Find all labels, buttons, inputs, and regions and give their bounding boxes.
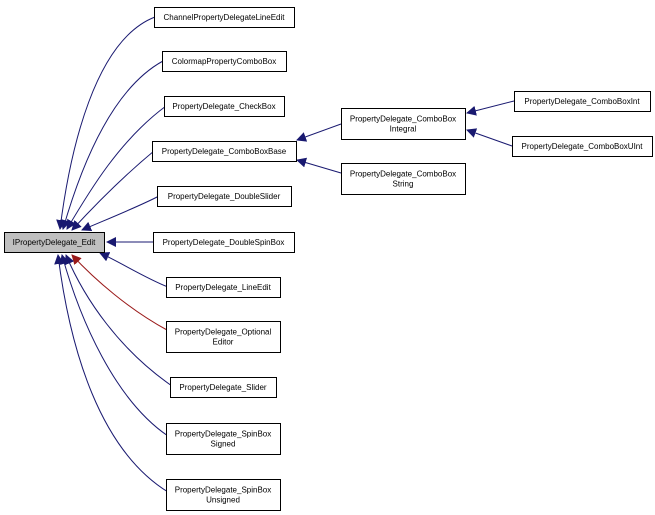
node-label: IPropertyDelegate_Edit [13, 238, 96, 247]
node-label: Editor [213, 338, 234, 347]
node-label: PropertyDelegate_ComboBoxInt [524, 97, 640, 106]
node-label: PropertyDelegate_CheckBox [172, 102, 275, 111]
node-label: PropertyDelegate_Slider [179, 383, 266, 392]
node-label: PropertyDelegate_ComboBoxUInt [522, 142, 644, 151]
node-label: PropertyDelegate_Optional [175, 328, 272, 337]
node-box [166, 277, 281, 298]
node-label: Integral [390, 125, 417, 134]
node-box [166, 479, 281, 511]
edge-combointegral-to-combobase [296, 123, 342, 142]
edge-spinunsigned-to-ipd_edit [54, 254, 169, 493]
node-label: PropertyDelegate_ComboBox [350, 115, 456, 124]
node-box [162, 51, 287, 72]
edge-combostring-to-combobase [296, 157, 342, 174]
node-label: PropertyDelegate_SpinBox [175, 430, 272, 439]
node-label: PropertyDelegate_LineEdit [175, 283, 271, 292]
node-doublespin[interactable]: PropertyDelegate_DoubleSpinBox [153, 232, 295, 253]
edge-optional-to-ipd_edit [71, 254, 168, 331]
node-box [166, 321, 281, 353]
node-ipd_edit[interactable]: IPropertyDelegate_Edit [4, 232, 105, 253]
node-box [4, 232, 105, 253]
node-channel[interactable]: ChannelPropertyDelegateLineEdit [154, 7, 295, 28]
node-box [170, 377, 277, 398]
edge-spinsigned-to-ipd_edit [59, 254, 169, 437]
edges-layer [54, 16, 515, 493]
node-label: PropertyDelegate_SpinBox [175, 486, 272, 495]
edge-combouint-to-combointegral [466, 128, 513, 147]
node-colormap[interactable]: ColormapPropertyComboBox [162, 51, 287, 72]
node-checkbox[interactable]: PropertyDelegate_CheckBox [164, 96, 285, 117]
node-box [153, 232, 295, 253]
node-box [164, 96, 285, 117]
node-label: Unsigned [206, 496, 240, 505]
node-box [157, 186, 292, 207]
node-comboint[interactable]: PropertyDelegate_ComboBoxInt [514, 91, 651, 112]
node-combobase[interactable]: PropertyDelegate_ComboBoxBase [152, 141, 297, 162]
node-lineedit[interactable]: PropertyDelegate_LineEdit [166, 277, 281, 298]
edge-channel-to-ipd_edit [56, 16, 156, 230]
node-combouint[interactable]: PropertyDelegate_ComboBoxUInt [512, 136, 653, 157]
edge-lineedit-to-ipd_edit [99, 252, 169, 288]
edge-combobase-to-ipd_edit [71, 150, 155, 231]
edge-colormap-to-ipd_edit [60, 60, 164, 230]
node-label: ColormapPropertyComboBox [172, 57, 277, 66]
node-box [512, 136, 653, 157]
node-box [166, 423, 281, 455]
node-label: PropertyDelegate_DoubleSlider [168, 192, 281, 201]
nodes-layer: IPropertyDelegate_Edit ChannelPropertyDel… [4, 7, 653, 511]
node-label: ChannelPropertyDelegateLineEdit [164, 13, 286, 22]
node-label: PropertyDelegate_ComboBox [350, 170, 456, 179]
node-label: String [393, 180, 414, 189]
edge-comboint-to-combointegral [466, 100, 515, 116]
node-label: PropertyDelegate_DoubleSpinBox [163, 238, 285, 247]
edge-slider-to-ipd_edit [64, 254, 173, 387]
node-label: Signed [211, 440, 236, 449]
node-label: PropertyDelegate_ComboBoxBase [162, 147, 287, 156]
node-box [514, 91, 651, 112]
node-slider[interactable]: PropertyDelegate_Slider [170, 377, 277, 398]
node-box [341, 108, 466, 140]
node-doubleslider[interactable]: PropertyDelegate_DoubleSlider [157, 186, 292, 207]
edge-doubleslider-to-ipd_edit [81, 195, 160, 232]
node-box [154, 7, 295, 28]
node-box [341, 163, 466, 195]
edge-checkbox-to-ipd_edit [66, 105, 167, 230]
node-box [152, 141, 297, 162]
